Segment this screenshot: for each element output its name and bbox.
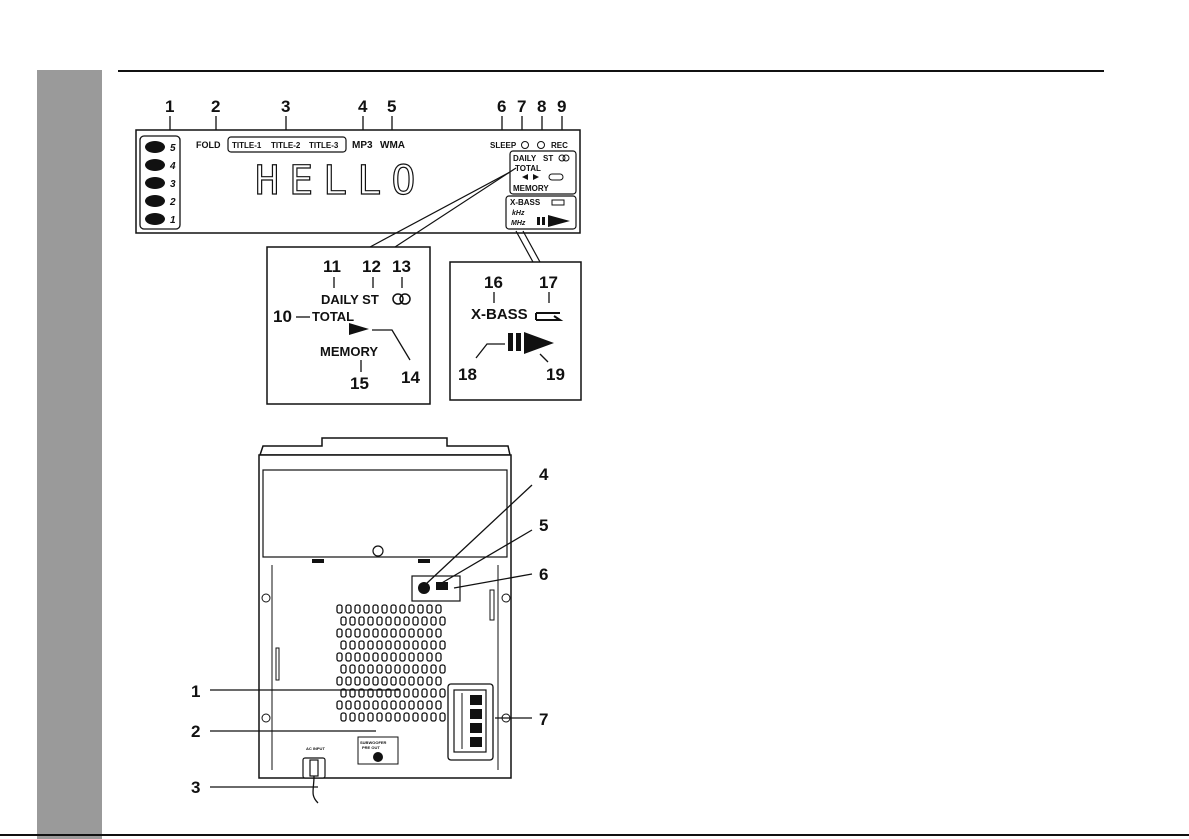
title-3-indicator: TITLE-3 (309, 141, 339, 150)
memory-zoom-label: MEMORY (320, 344, 378, 359)
khz-label: kHz (512, 210, 525, 217)
subwoofer-jack (373, 752, 383, 762)
top-recess (263, 470, 507, 557)
callout-9: 9 (557, 97, 566, 116)
callout-4: 4 (358, 97, 368, 116)
callout-6: 6 (497, 97, 506, 116)
callout-3: 3 (281, 97, 290, 116)
bottom-rule (0, 834, 1189, 836)
rear-callout-4: 4 (539, 465, 549, 484)
display-callout-numbers: 1 2 3 4 5 6 7 8 9 (165, 97, 566, 116)
ac-input-label: AC INPUT (306, 746, 325, 751)
svg-text:2: 2 (169, 197, 176, 208)
svg-text:1: 1 (170, 215, 176, 226)
wma-indicator: WMA (380, 140, 405, 151)
total-zoom-label: TOTAL (312, 309, 354, 324)
callout-18: 18 (458, 365, 477, 384)
svg-text:4: 4 (169, 161, 176, 172)
title-2-indicator: TITLE-2 (271, 141, 301, 150)
callout-12: 12 (362, 257, 381, 276)
callout-14: 14 (401, 368, 420, 387)
callout-2: 2 (211, 97, 220, 116)
pause-zoom-icon (508, 333, 513, 351)
segment-display-text: HELLO (255, 158, 425, 204)
svg-text:5: 5 (170, 143, 176, 154)
callout-13: 13 (392, 257, 411, 276)
ac-input-socket (303, 758, 325, 778)
title-1-indicator: TITLE-1 (232, 141, 262, 150)
rear-callout-5: 5 (539, 516, 548, 535)
pre-out-label: PRE OUT (362, 745, 380, 750)
callout-11: 11 (323, 257, 341, 276)
callout-8: 8 (537, 97, 546, 116)
xbass-label: X-BASS (510, 198, 541, 207)
sleep-indicator: SLEEP (490, 141, 517, 150)
memory-label: MEMORY (513, 184, 549, 193)
rear-callout-6: 6 (539, 565, 548, 584)
st-label: ST (543, 154, 553, 163)
callout-1: 1 (165, 97, 174, 116)
xbass-zoom-label: X-BASS (471, 306, 528, 323)
callout-10: 10 (273, 307, 292, 326)
daily-label: DAILY (513, 154, 537, 163)
callout-17: 17 (539, 273, 558, 292)
rear-callout-7: 7 (539, 710, 548, 729)
rear-callout-3: 3 (191, 778, 200, 797)
daily-st-zoom-label: DAILY ST (321, 292, 379, 307)
power-cord (313, 776, 318, 803)
total-label: TOTAL (515, 164, 541, 173)
rec-indicator: REC (551, 141, 568, 150)
callout-16: 16 (484, 273, 503, 292)
rear-callout-2: 2 (191, 722, 200, 741)
antenna-jack (418, 582, 430, 594)
callout-7: 7 (517, 97, 526, 116)
pause-icon (537, 217, 540, 225)
callout-19: 19 (546, 365, 565, 384)
mhz-label: MHz (511, 220, 526, 227)
svg-text:3: 3 (170, 179, 176, 190)
callout-15: 15 (350, 374, 369, 393)
callout-5: 5 (387, 97, 396, 116)
mp3-indicator: MP3 (352, 140, 373, 151)
fold-indicator: FOLD (196, 140, 221, 150)
rear-callout-1: 1 (191, 682, 200, 701)
